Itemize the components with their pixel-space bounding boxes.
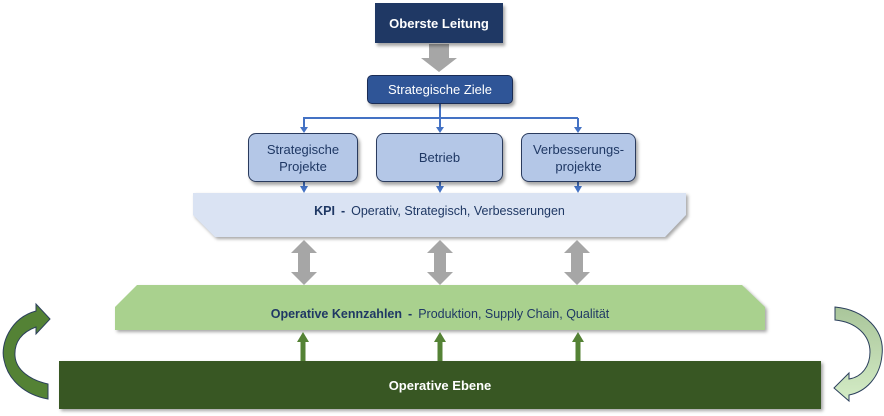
top-management-box: Oberste Leitung (375, 3, 503, 43)
operative-level-bar (59, 361, 821, 409)
operative-level-label-box: Operative Ebene (59, 361, 821, 409)
connector-arrowhead (574, 127, 582, 133)
green-up-arrow (572, 332, 584, 361)
kpi-label: KPI - Operativ, Strategisch, Verbesserun… (193, 200, 686, 222)
operations-box: Betrieb (376, 133, 503, 182)
double-arrow (291, 240, 317, 285)
branch-label-line1: Strategische (266, 141, 340, 157)
branch-label-line2: projekte (555, 158, 602, 174)
kpi-band (193, 193, 686, 237)
connector-arrowheads (300, 127, 582, 193)
operative-metrics-band (115, 285, 765, 330)
operative-metrics-detail: Produktion, Supply Chain, Qualität (418, 307, 610, 321)
connector-arrowhead (300, 186, 308, 193)
kpi-detail: Operativ, Strategisch, Verbesserungen (351, 204, 565, 218)
operative-level-label: Operative Ebene (388, 377, 492, 393)
branch-label-line1: Verbesserungs- (532, 141, 625, 157)
double-arrow (427, 240, 453, 285)
double-arrow (564, 240, 590, 285)
connector-arrowhead (436, 127, 444, 133)
green-up-arrow (297, 332, 309, 361)
operative-metrics-label: Operative Kennzahlen - Produktion, Suppl… (115, 303, 765, 325)
operative-metrics-separator: - (408, 307, 413, 321)
strategic-goals-box: Strategische Ziele (367, 75, 513, 104)
kpi-separator: - (340, 204, 346, 218)
green-up-arrow (434, 332, 446, 361)
grey-down-arrow (421, 44, 457, 72)
double-arrows (291, 240, 590, 285)
operative-metrics-title: Operative Kennzahlen (270, 307, 403, 321)
connector-arrowhead (300, 127, 308, 133)
strategic-goals-label: Strategische Ziele (387, 82, 493, 97)
cycle-down-arrow-icon (833, 306, 883, 403)
kpi-title: KPI (314, 204, 335, 218)
connector-arrowhead (574, 186, 582, 193)
green-up-arrows (297, 332, 584, 361)
branch-label-line2: Projekte (279, 158, 327, 174)
connector-arrowhead (436, 186, 444, 193)
strategic-projects-box: Strategische Projekte (248, 133, 358, 182)
top-management-label: Oberste Leitung (389, 15, 489, 31)
cycle-up-arrow-icon (2, 302, 51, 400)
branch-label-line1: Betrieb (418, 150, 461, 165)
improvement-projects-box: Verbesserungs- projekte (521, 133, 636, 182)
